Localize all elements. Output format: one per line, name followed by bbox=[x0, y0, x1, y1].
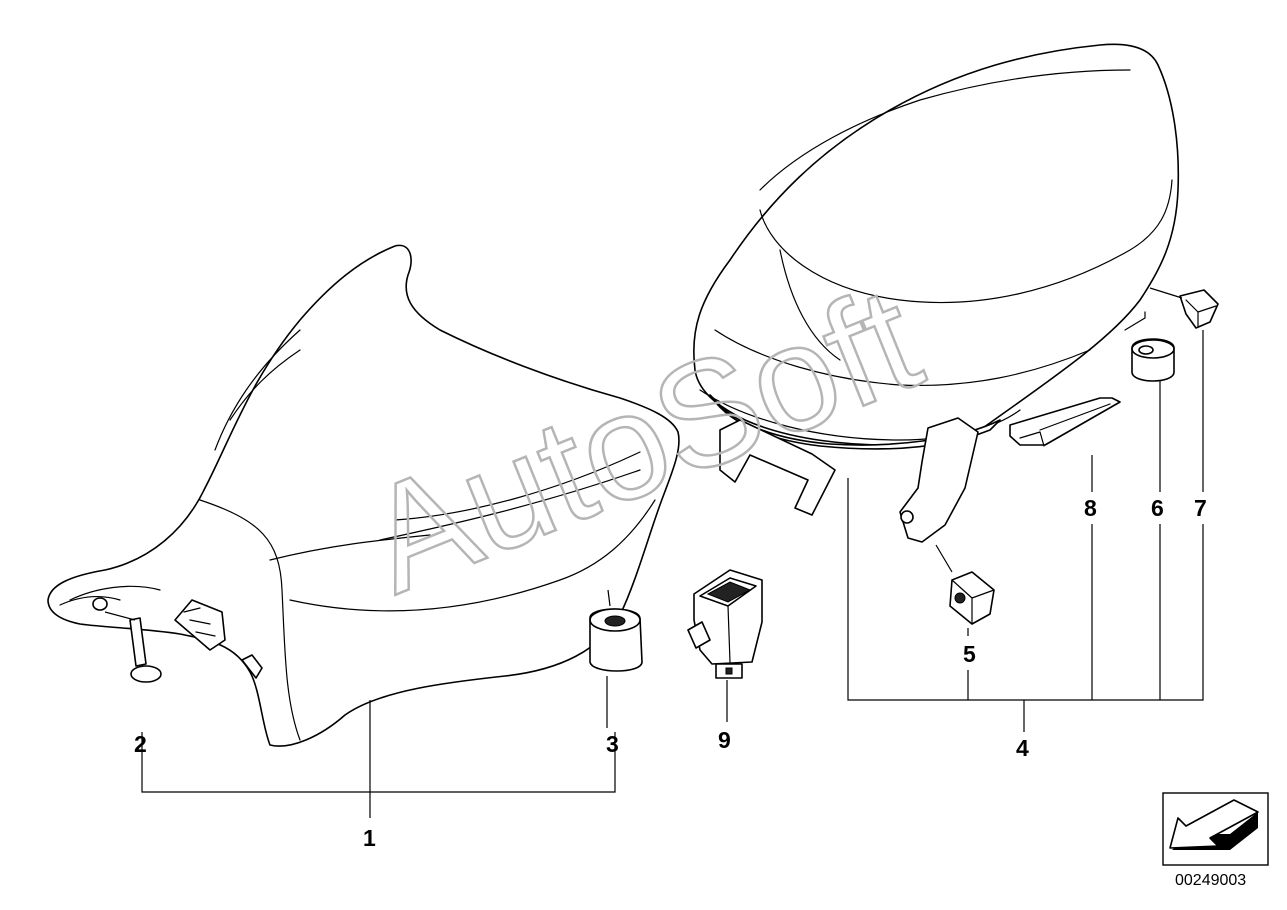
orientation-arrow-box bbox=[1162, 792, 1269, 866]
part-8-pad bbox=[1009, 397, 1121, 447]
part-label-9: 9 bbox=[718, 727, 731, 753]
part-label-8: 8 bbox=[1084, 495, 1097, 521]
part-5-clip bbox=[949, 571, 995, 625]
part-label-7: 7 bbox=[1194, 495, 1207, 521]
pillion-seat bbox=[692, 43, 1180, 543]
part-label-3: 3 bbox=[606, 731, 619, 757]
part-9-switch bbox=[687, 569, 763, 679]
part-3-buffer bbox=[589, 608, 643, 672]
diagram-code: 00249003 bbox=[1175, 872, 1246, 889]
leader-lines bbox=[104, 287, 1204, 818]
part-label-4: 4 bbox=[1016, 735, 1029, 761]
rider-seat bbox=[47, 244, 680, 747]
direction-arrow-icon bbox=[1169, 799, 1259, 850]
part-6-buffer bbox=[1131, 338, 1175, 382]
part-label-6: 6 bbox=[1151, 495, 1164, 521]
part-7-cap bbox=[1179, 289, 1219, 329]
part-label-2: 2 bbox=[134, 731, 147, 757]
watermark-text: AutoSoft bbox=[344, 253, 940, 624]
part-label-5: 5 bbox=[963, 641, 976, 667]
part-label-1: 1 bbox=[363, 825, 376, 851]
part-2-screw bbox=[92, 597, 162, 683]
